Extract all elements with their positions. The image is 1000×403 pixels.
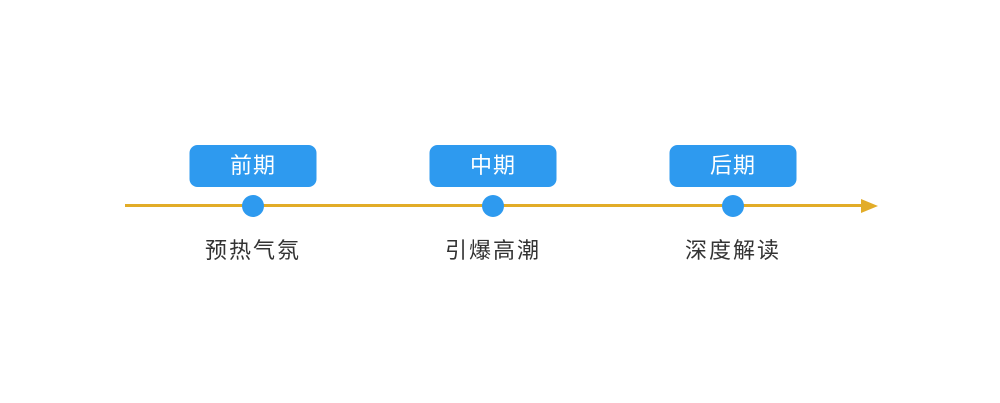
phase-label: 预热气氛 bbox=[204, 238, 301, 263]
timeline-dot-icon bbox=[722, 195, 744, 217]
arrow-right-icon bbox=[861, 198, 878, 213]
phase-label: 引爆高潮 bbox=[444, 238, 541, 263]
phase-late: 后期 深度解读 bbox=[633, 0, 833, 403]
phase-label: 深度解读 bbox=[684, 238, 781, 263]
phase-early: 前期 预热气氛 bbox=[153, 0, 353, 403]
phase-badge: 前期 bbox=[189, 145, 317, 187]
timeline-dot-icon bbox=[482, 195, 504, 217]
phase-badge: 中期 bbox=[429, 145, 557, 187]
phase-middle: 中期 引爆高潮 bbox=[393, 0, 593, 403]
phase-badge: 后期 bbox=[669, 145, 797, 187]
timeline-dot-icon bbox=[242, 195, 264, 217]
